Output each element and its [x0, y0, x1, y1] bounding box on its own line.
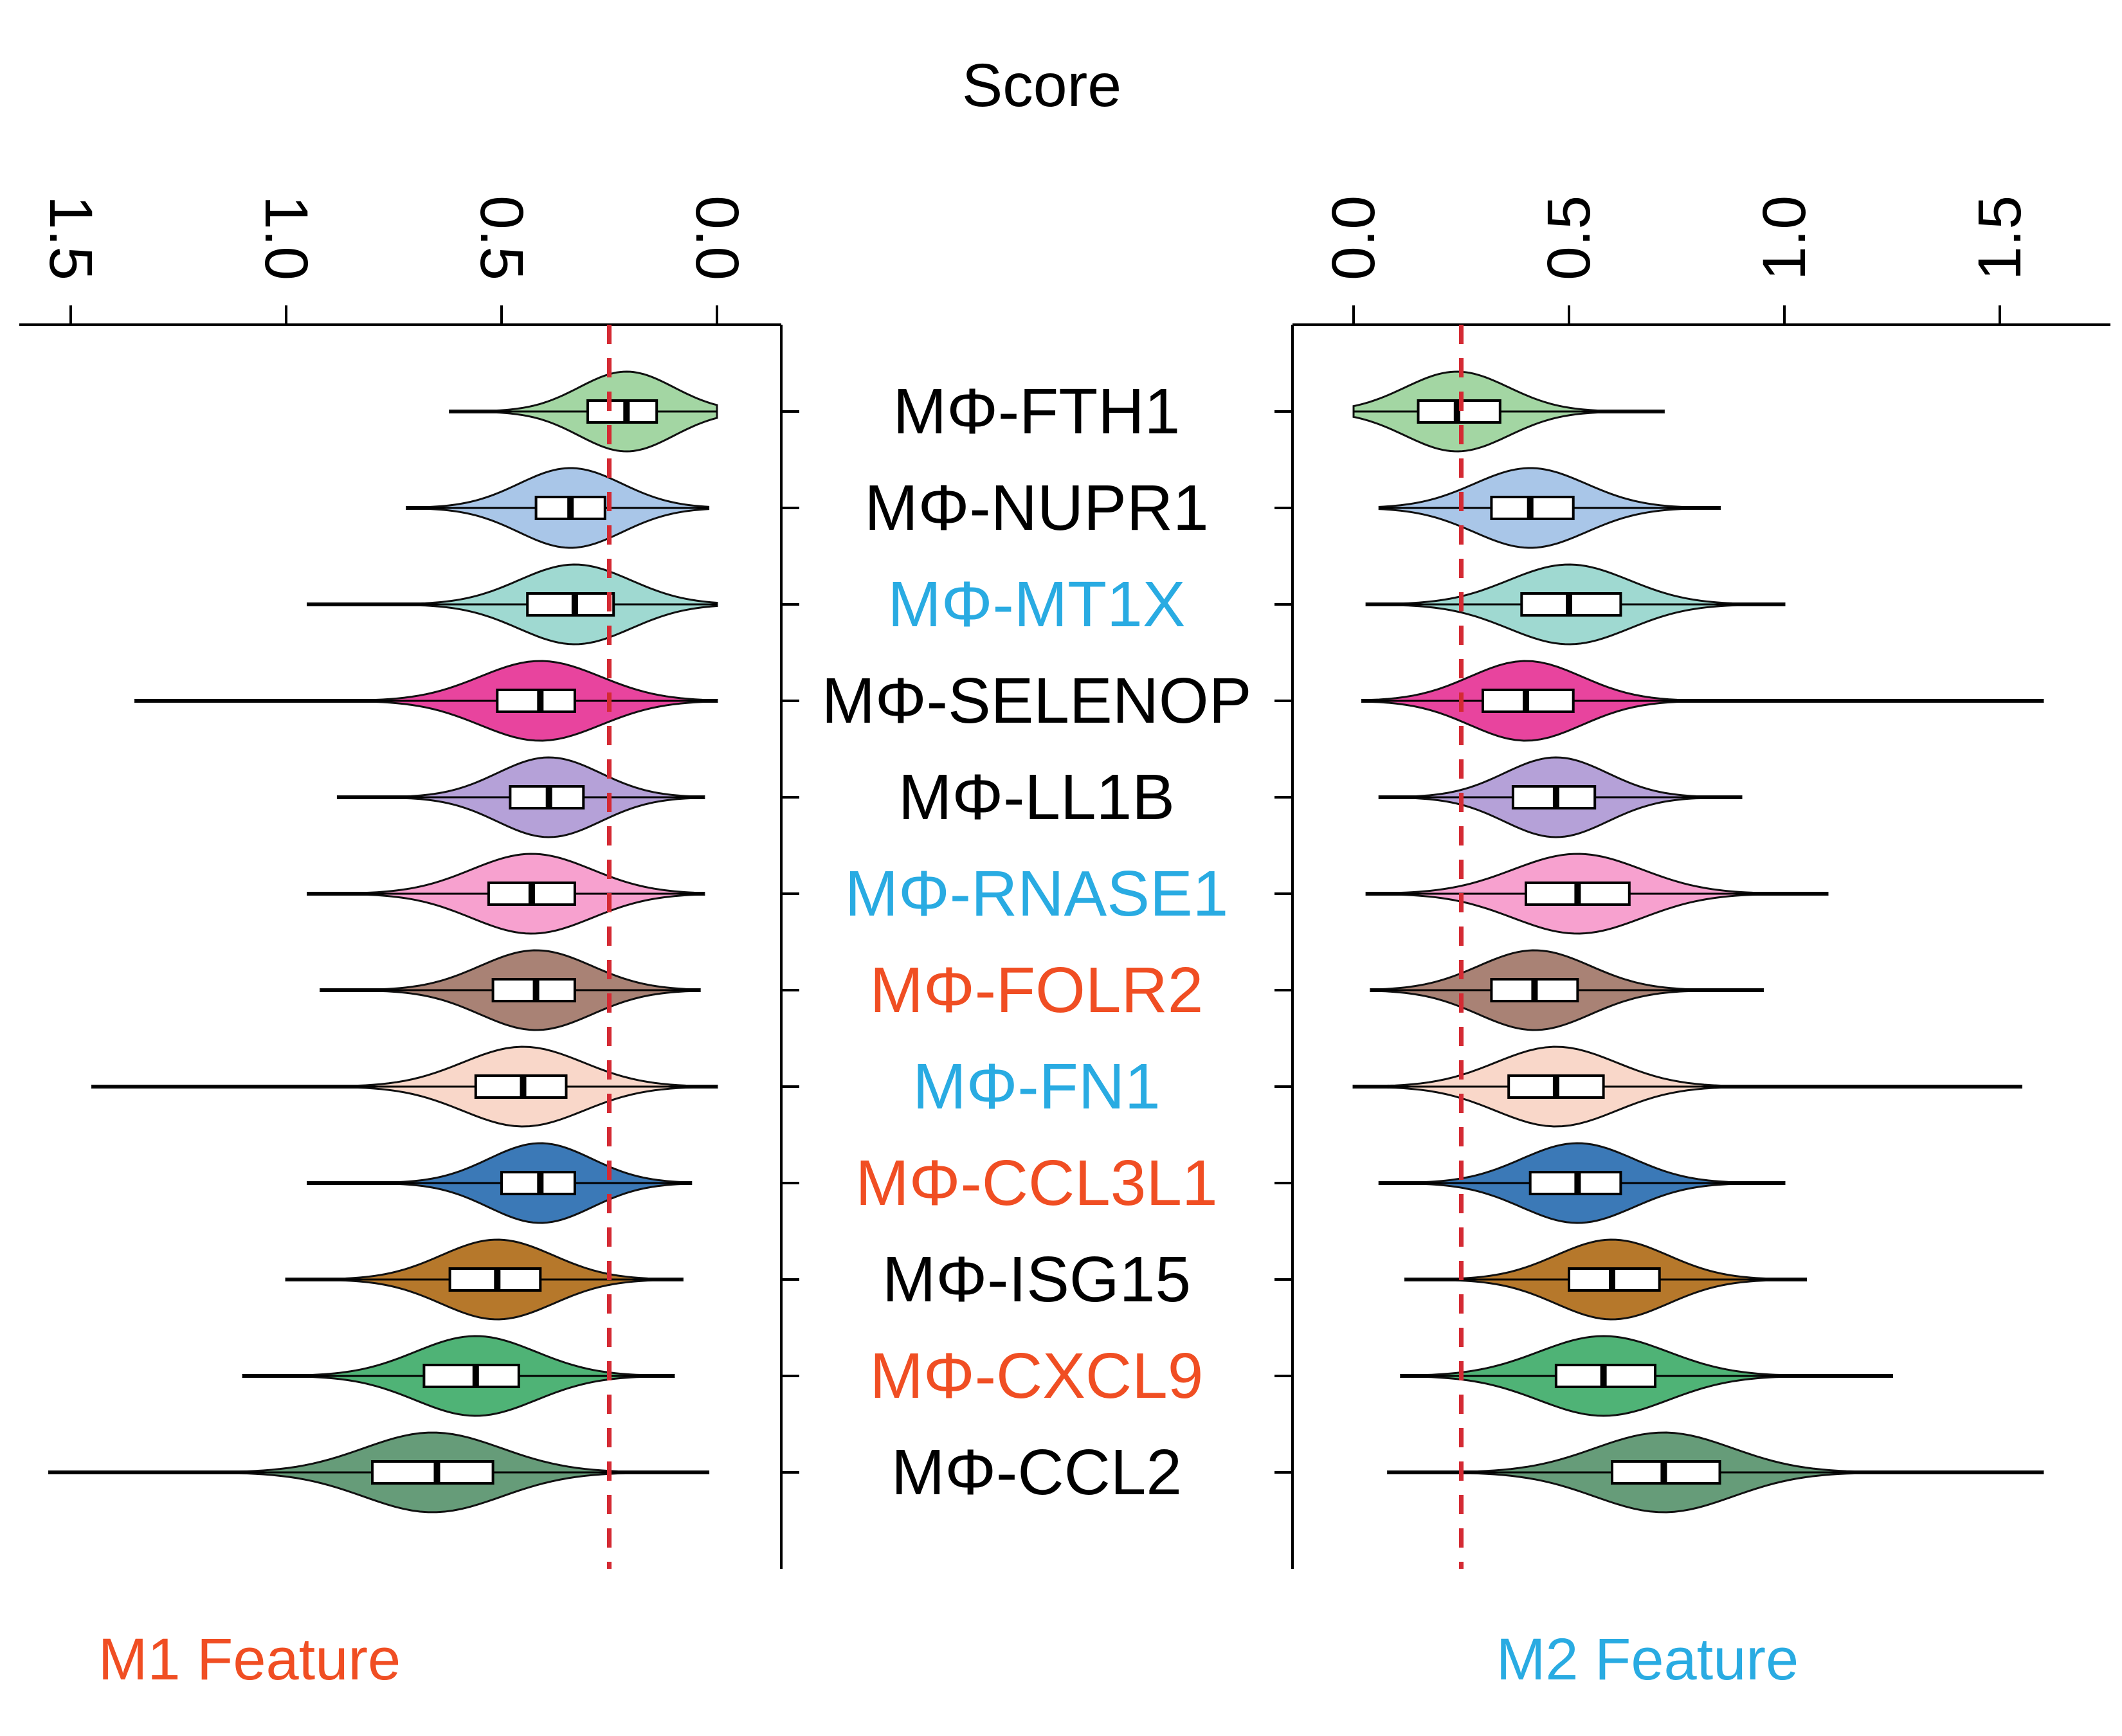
median-line: [1453, 401, 1460, 422]
iqr-box: [422, 1364, 520, 1388]
axis-tick-label: 1.5: [1966, 195, 2034, 280]
iqr-box: [371, 1460, 494, 1485]
category-label: MΦ-FN1: [912, 1051, 1160, 1123]
axis-tick-label: 0.5: [1535, 195, 1603, 280]
category-label: MΦ-NUPR1: [864, 472, 1208, 544]
median-line: [1552, 786, 1559, 808]
median-line: [1523, 690, 1529, 712]
axis-tick-label: 1.5: [37, 195, 105, 280]
axis-tick-label: 0.5: [467, 195, 536, 280]
median-line: [528, 883, 535, 905]
axis-tick-label: 1.0: [1750, 195, 1818, 280]
category-label: MΦ-FOLR2: [870, 954, 1204, 1026]
panel-right-group: 0.0 0.5 1.0 1.5: [1274, 195, 2110, 1569]
median-line: [623, 401, 630, 422]
median-line: [1600, 1365, 1607, 1387]
category-label: MΦ-CXCL9: [870, 1340, 1204, 1412]
median-line: [1609, 1269, 1615, 1290]
median-line: [1574, 1172, 1581, 1194]
median-line: [1527, 497, 1534, 519]
category-label: MΦ-CCL2: [891, 1436, 1182, 1508]
panel-left-group: 1.5 1.0 0.5 0.0: [19, 195, 799, 1569]
chart-title: Score: [962, 51, 1121, 120]
category-label: MΦ-CCL3L1: [855, 1147, 1217, 1219]
iqr-box: [496, 689, 576, 713]
iqr-box: [586, 399, 658, 424]
feature-label-m2: M2 Feature: [1496, 1627, 1799, 1692]
median-line: [1660, 1461, 1667, 1483]
median-line: [537, 690, 544, 712]
axis-tick-label: 0.0: [1319, 195, 1388, 280]
median-line: [571, 593, 578, 615]
category-label: MΦ-RNASE1: [845, 858, 1229, 930]
iqr-box: [526, 592, 615, 617]
category-label: MΦ-FTH1: [893, 375, 1180, 448]
median-line: [1552, 1076, 1559, 1098]
median-line: [494, 1269, 501, 1290]
median-line: [567, 497, 574, 519]
median-line: [537, 1172, 544, 1194]
median-line: [1574, 883, 1581, 905]
feature-label-m1: M1 Feature: [98, 1627, 401, 1692]
median-line: [433, 1461, 440, 1483]
category-label: MΦ-ISG15: [882, 1243, 1191, 1316]
median-line: [545, 786, 552, 808]
median-line: [1566, 593, 1572, 615]
axis-tick-label: 0.0: [683, 195, 751, 280]
axis-tick-label: 1.0: [252, 195, 320, 280]
median-line: [1531, 979, 1538, 1001]
median-line: [532, 979, 540, 1001]
median-line: [472, 1365, 479, 1387]
category-label: MΦ-SELENOP: [822, 665, 1252, 737]
median-line: [520, 1076, 527, 1098]
category-label: MΦ-LL1B: [898, 761, 1175, 833]
category-label: MΦ-MT1X: [887, 568, 1185, 640]
